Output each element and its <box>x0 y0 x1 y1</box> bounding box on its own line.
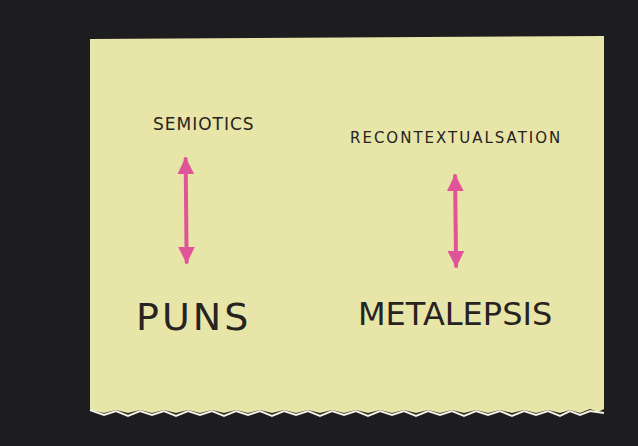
term-text: PUNS <box>136 298 251 336</box>
term-text: METALEPSIS <box>358 298 552 330</box>
term-text: RECONTEXTUALSATION <box>350 131 562 146</box>
handwritten-term: PUNS <box>132 262 255 336</box>
note-paper <box>90 36 604 413</box>
term-text: SEMIOTICS <box>153 116 255 133</box>
double-arrow <box>455 176 456 266</box>
handwritten-term: SEMIOTICS <box>149 116 259 159</box>
double-arrow <box>186 159 187 262</box>
handwritten-term: METALEPSIS <box>354 266 556 330</box>
torn-edge <box>90 410 604 416</box>
handwritten-term: RECONTEXTUALSATION <box>346 131 566 176</box>
